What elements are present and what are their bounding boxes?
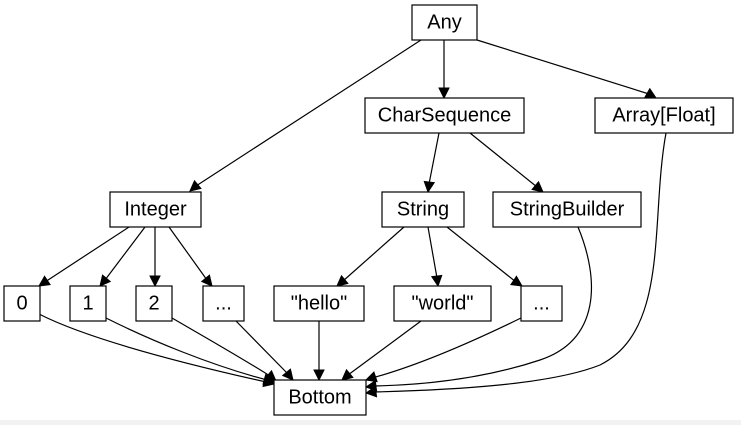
edge-array-float-to-bottom	[364, 132, 667, 398]
edge-any-to-array-float	[476, 39, 657, 99]
edge-line	[104, 226, 146, 281]
edge-str-more-to-bottom	[364, 317, 522, 383]
node-stringbuilder: StringBuilder	[492, 191, 642, 228]
node-stringbuilder-label: StringBuilder	[510, 199, 625, 221]
node-array-float-label: Array[Float]	[612, 105, 715, 127]
node-str-world: "world"	[393, 285, 492, 322]
node-bottom: Bottom	[273, 379, 367, 416]
node-any-label: Any	[427, 12, 461, 34]
edge-int-2-to-bottom	[171, 317, 277, 382]
node-str-world-label: "world"	[412, 293, 474, 315]
edge-line	[476, 39, 650, 95]
edge-line	[44, 226, 130, 283]
node-charsequence-label: CharSequence	[378, 105, 511, 127]
edge-arrowhead	[281, 368, 294, 381]
edge-charsequence-to-stringbuilder	[469, 132, 544, 193]
node-string-label: String	[397, 199, 449, 221]
edge-str-world-to-bottom	[341, 320, 422, 381]
edge-line	[347, 320, 422, 376]
canvas-bottom-strip	[0, 420, 741, 425]
edge-arrowhead	[189, 179, 202, 192]
edge-line	[342, 226, 405, 282]
node-int-more: ...	[202, 285, 245, 322]
node-int-1-label: 1	[82, 293, 93, 315]
edge-arrowhead	[364, 371, 378, 383]
edge-arrowhead	[438, 87, 450, 100]
edge-arrowhead	[510, 275, 523, 287]
edge-str-hello-to-bottom	[313, 321, 325, 382]
edge-int-more-to-bottom	[235, 320, 294, 381]
node-int-0: 0	[3, 285, 41, 322]
edge-line	[105, 317, 268, 381]
edge-any-to-integer	[189, 39, 422, 192]
edge-line	[373, 226, 593, 387]
node-int-2: 2	[135, 285, 173, 322]
edge-integer-to-int-0	[38, 226, 130, 287]
edge-line	[428, 132, 440, 185]
node-int-1: 1	[69, 285, 107, 322]
edge-string-to-str-world	[427, 226, 443, 288]
edge-arrowhead	[423, 180, 436, 194]
node-bottom-label: Bottom	[288, 387, 351, 409]
edge-line	[446, 226, 517, 283]
edge-charsequence-to-string	[423, 132, 440, 194]
edge-arrowhead	[430, 274, 443, 288]
edge-arrowhead	[336, 274, 349, 287]
edge-line	[235, 320, 289, 375]
edge-arrowhead	[264, 369, 277, 382]
edge-line	[195, 39, 422, 187]
edge-arrowhead	[364, 385, 378, 398]
edge-line	[168, 226, 208, 281]
node-integer-label: Integer	[124, 199, 187, 221]
node-str-more: ...	[520, 285, 563, 322]
node-charsequence: CharSequence	[364, 97, 525, 134]
node-any: Any	[411, 4, 478, 41]
node-int-2-label: 2	[148, 293, 159, 315]
node-array-float: Array[Float]	[594, 97, 734, 134]
edge-arrowhead	[313, 369, 325, 382]
node-str-hello-label: "hello"	[291, 293, 347, 315]
edge-integer-to-int-more	[168, 226, 213, 287]
node-string: String	[381, 191, 465, 228]
node-int-more-label: ...	[215, 293, 232, 315]
edge-string-to-str-hello	[336, 226, 405, 287]
edges-layer	[38, 39, 667, 398]
edge-arrowhead	[38, 275, 51, 287]
edge-arrowhead	[149, 275, 161, 288]
node-int-0-label: 0	[16, 293, 27, 315]
node-str-hello: "hello"	[273, 285, 365, 322]
edge-line	[38, 313, 267, 383]
edge-any-to-charsequence	[438, 40, 450, 100]
edge-arrowhead	[99, 274, 112, 287]
edge-arrowhead	[200, 274, 213, 287]
edge-line	[469, 132, 538, 188]
edge-arrowhead	[531, 180, 544, 193]
edge-line	[371, 317, 522, 379]
edge-line	[373, 132, 667, 393]
node-str-more-label: ...	[533, 293, 550, 315]
edge-integer-to-int-2	[149, 227, 161, 288]
edge-line	[427, 226, 438, 279]
edge-line	[171, 317, 271, 377]
edge-int-0-to-bottom	[38, 313, 276, 388]
node-integer: Integer	[109, 191, 202, 228]
edge-integer-to-int-1	[99, 226, 146, 287]
edge-arrowhead	[341, 368, 354, 381]
edge-string-to-str-more	[446, 226, 523, 287]
